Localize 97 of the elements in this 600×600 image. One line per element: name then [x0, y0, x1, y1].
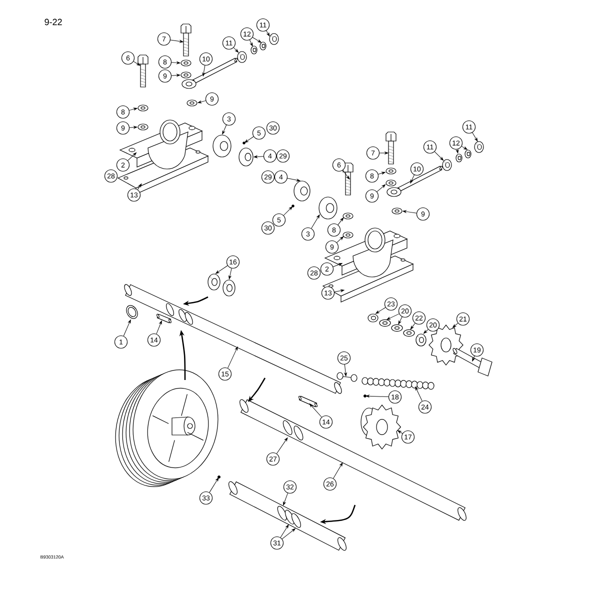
leader-line: [222, 124, 227, 134]
leader-line: [156, 320, 162, 334]
leader-line: [336, 236, 344, 243]
washer: [464, 150, 472, 158]
leader-line: [342, 170, 350, 180]
leader-line: [283, 206, 293, 216]
bolt: [180, 24, 192, 56]
collar: [238, 148, 254, 166]
leader-line: [410, 323, 416, 330]
leader-line: [252, 37, 262, 43]
leader-line: [424, 329, 428, 334]
washer: [180, 60, 192, 66]
leader-line: [129, 108, 138, 111]
key: [156, 314, 172, 324]
bolt: [386, 132, 396, 164]
leader-line: [333, 462, 343, 479]
leader-line: [378, 172, 386, 174]
leader-line: [287, 178, 300, 182]
leader-line: [402, 210, 417, 214]
snap-ring: [126, 305, 138, 319]
leader-line: [137, 184, 142, 190]
washer: [391, 324, 403, 332]
nut: [368, 314, 378, 322]
washer: [138, 124, 148, 130]
leader-line: [334, 289, 344, 292]
leader-line: [128, 152, 137, 161]
leader-line: [332, 263, 342, 267]
leader-line: [133, 61, 140, 66]
leader-line: [366, 394, 389, 398]
leader-line: [276, 438, 288, 454]
leader-line: [129, 126, 138, 129]
chain: [362, 377, 434, 390]
leader-line: [209, 478, 219, 493]
washer: [138, 104, 148, 112]
bushing: [222, 280, 236, 296]
washer: [250, 46, 258, 54]
leader-line: [171, 61, 180, 64]
leader-line: [202, 65, 206, 76]
bearing: [212, 134, 232, 158]
leader-line: [338, 218, 344, 226]
chain-link: [336, 372, 358, 382]
leader-line: [250, 40, 253, 46]
washer: [403, 329, 415, 337]
shaft-shoulder: [291, 513, 301, 528]
leader-line: [244, 136, 254, 143]
leader-line: [309, 404, 322, 418]
leader-line: [410, 174, 414, 184]
washer: [342, 212, 354, 220]
nut: [269, 33, 279, 45]
bearing: [318, 196, 338, 220]
washer: [392, 208, 402, 214]
leader-line: [456, 149, 459, 154]
leader-line: [461, 146, 468, 150]
nut: [474, 141, 484, 153]
nut: [237, 51, 247, 63]
leader-line: [452, 322, 458, 328]
washer: [342, 232, 354, 238]
leader-line: [379, 152, 388, 154]
leader-line: [282, 528, 296, 540]
leader-line: [171, 74, 180, 77]
leader-line: [434, 151, 444, 161]
leader-line: [472, 132, 478, 142]
washer: [379, 319, 391, 327]
washer: [186, 100, 198, 106]
groove-ring: [277, 506, 287, 520]
bolt: [138, 54, 148, 88]
leader-line: [415, 386, 422, 402]
bushing: [208, 274, 220, 290]
leader-line: [344, 364, 347, 376]
leader-line: [228, 268, 232, 280]
washer: [386, 180, 396, 186]
leader-line: [170, 40, 184, 43]
leader-line: [472, 356, 475, 362]
leader-line: [311, 214, 320, 229]
page-number: 9-22: [44, 18, 62, 26]
leader-line: [398, 316, 402, 324]
leader-line: [283, 492, 288, 506]
leader-line: [254, 155, 264, 158]
leader-line: [123, 320, 131, 336]
washer: [260, 42, 266, 50]
washer: [386, 168, 396, 174]
washer: [180, 72, 192, 78]
leader-line: [398, 430, 403, 434]
leader-line: [216, 265, 228, 274]
washer: [456, 154, 462, 162]
collar: [294, 180, 310, 202]
leader-line: [376, 307, 386, 314]
nut: [442, 159, 452, 171]
leader-line: [228, 346, 238, 368]
leader-line: [386, 314, 400, 320]
spacer: [416, 334, 426, 346]
key: [298, 396, 318, 408]
leader-line: [280, 524, 289, 538]
leader-line: [233, 47, 239, 53]
leader-line: [198, 100, 206, 104]
leader-line: [376, 184, 386, 192]
leader-line: [266, 30, 270, 36]
